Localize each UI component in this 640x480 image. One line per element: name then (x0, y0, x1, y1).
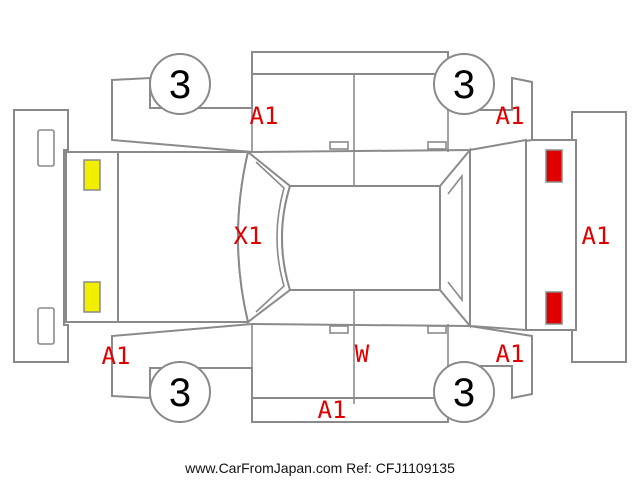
front-light-panel (65, 151, 119, 323)
tire-front-right: 3 (149, 361, 211, 423)
tire-rear-right: 3 (433, 361, 495, 423)
front-light-marker-top (83, 159, 101, 191)
front-bumper (13, 109, 69, 363)
cabin (237, 138, 527, 332)
code-right-sill: A1 (318, 396, 347, 424)
tire-rear-left: 3 (433, 53, 495, 115)
hood (117, 151, 250, 323)
code-front-left-fender: A1 (250, 102, 279, 130)
code-rear-right-fender: A1 (496, 340, 525, 368)
tire-front-left-value: 3 (169, 63, 191, 107)
tire-rear-left-value: 3 (453, 63, 475, 107)
code-rear-left-fender: A1 (496, 102, 525, 130)
code-rear-bumper: A1 (582, 222, 611, 250)
rear-light-marker-bottom (545, 291, 563, 325)
left-side-body (111, 51, 533, 186)
rear-light-panel (525, 139, 577, 331)
footer-credit: www.CarFromJapan.com Ref: CFJ1109135 (184, 460, 455, 476)
front-light-marker-bottom (83, 281, 101, 313)
code-hood: X1 (234, 222, 263, 250)
tire-front-left: 3 (149, 53, 211, 115)
tire-front-right-value: 3 (169, 371, 191, 415)
code-right-door: W (355, 340, 370, 368)
rear-light-marker-top (545, 149, 563, 183)
tire-rear-right-value: 3 (453, 371, 475, 415)
code-front-bumper: A1 (102, 342, 131, 370)
